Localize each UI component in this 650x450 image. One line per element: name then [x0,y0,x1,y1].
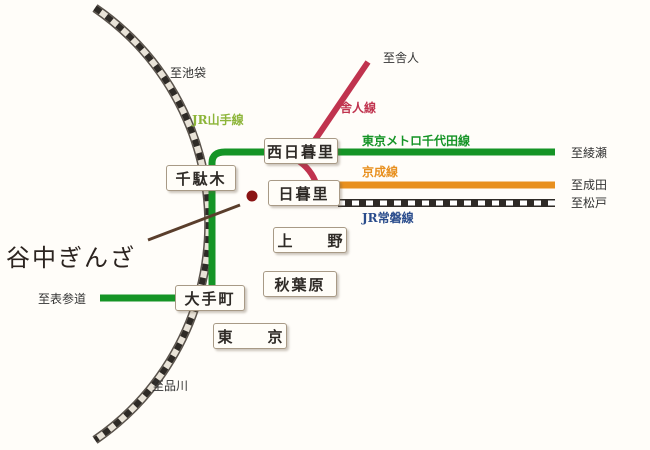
station-nishi-nippori[interactable]: 西日暮里 [264,138,338,164]
station-sendagi[interactable]: 千駄木 [166,165,236,191]
station-tokyo[interactable]: 東 京 [213,323,287,349]
station-otemachi[interactable]: 大手町 [175,285,245,311]
dest-narita: 至成田 [571,178,607,192]
dest-ayase: 至綾瀬 [571,145,607,160]
station-ueno[interactable]: 上 野 [273,227,347,253]
dest-toneri: 至舎人 [383,51,419,65]
dest-ikebukuro: 至池袋 [170,66,206,80]
chiyoda-line [100,148,555,302]
yanaka-location-marker[interactable] [246,190,258,202]
label-chiyoda-line: 東京メトロ千代田線 [362,133,470,148]
toneri-line [295,60,371,191]
station-nippori[interactable]: 日暮里 [268,180,340,206]
label-keisei-line: 京成線 [362,164,398,179]
station-akihabara[interactable]: 秋葉原 [263,271,337,297]
yanaka-ginza-title: 谷中ぎんざ [6,244,136,272]
dest-omotesando: 至表参道 [38,291,86,306]
label-toneri-line: 舎人線 [340,100,376,115]
dest-shinagawa: 至品川 [152,379,188,393]
dest-matsudo: 至松戸 [571,196,607,210]
yanaka-pointer-line [147,203,241,242]
label-yamanote-line: JR山手線 [191,112,244,127]
label-joban-line: JR常磐線 [361,210,414,225]
